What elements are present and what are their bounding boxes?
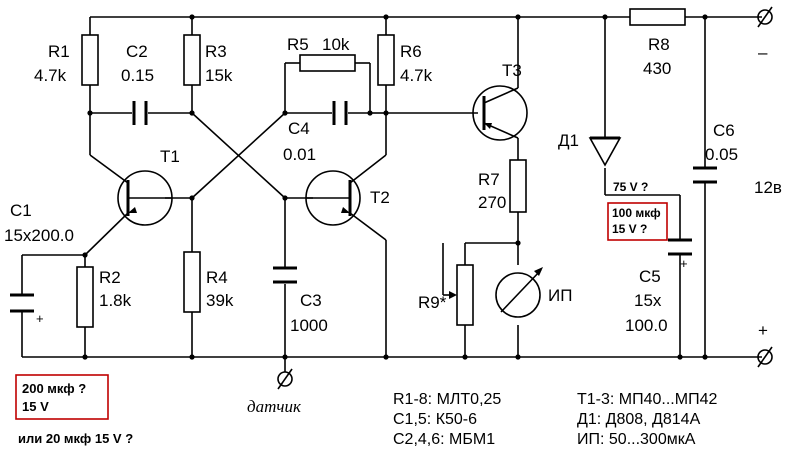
junction-dots bbox=[82, 14, 708, 360]
c3-value: 1000 bbox=[290, 316, 328, 335]
capacitor-c1: + C1 15x200.0 bbox=[4, 201, 74, 326]
r1-value: 4.7k bbox=[34, 66, 67, 85]
r6-value: 4.7k bbox=[400, 66, 433, 85]
r9-label: R9* bbox=[418, 293, 447, 312]
plus-sign: + bbox=[758, 321, 768, 340]
note-c5: 100 мкф 15 V ? bbox=[607, 202, 668, 241]
r2-label: R2 bbox=[99, 268, 121, 287]
resistor-r6: R6 4.7k bbox=[377, 34, 433, 86]
c1-note-line1: 200 мкф ? bbox=[22, 381, 86, 396]
c5-note-line2: 15 V ? bbox=[612, 222, 647, 236]
terminal-plus: + bbox=[757, 321, 773, 368]
c6-label: C6 bbox=[713, 121, 735, 140]
spec-transistors: Т1-3: МП40...МП42 bbox=[577, 391, 717, 408]
r8-label: R8 bbox=[648, 35, 670, 54]
r6-label: R6 bbox=[400, 42, 422, 61]
capacitor-c6: C6 0.05 bbox=[693, 121, 738, 184]
spec-resistors: R1-8: МЛТ0,25 bbox=[393, 391, 501, 408]
capacitor-c4: C4 0.01 bbox=[283, 101, 348, 164]
meter-ip: ИП bbox=[495, 267, 572, 318]
sensor-label: датчик bbox=[247, 397, 302, 416]
d1-label: Д1 bbox=[558, 131, 579, 150]
transistor-t3: T3 bbox=[472, 61, 528, 141]
t3-label: T3 bbox=[502, 61, 522, 80]
r7-label: R7 bbox=[478, 170, 500, 189]
capacitor-c5: + C5 15x 100.0 bbox=[625, 238, 692, 335]
t2-label: T2 bbox=[370, 188, 390, 207]
c1-label: C1 bbox=[10, 201, 32, 220]
r1-label: R1 bbox=[48, 42, 70, 61]
c1-alt-note: или 20 мкф 15 V ? bbox=[18, 431, 133, 446]
r2-value: 1.8k bbox=[99, 291, 132, 310]
minus-sign: – bbox=[758, 43, 768, 62]
capacitor-c2: C2 0.15 bbox=[121, 42, 154, 125]
r4-label: R4 bbox=[206, 268, 228, 287]
spec-electrolytics: С1,5: К50-6 bbox=[393, 411, 477, 428]
c2-label: C2 bbox=[126, 42, 148, 61]
r8-value: 430 bbox=[643, 59, 671, 78]
c5-plus-sign: + bbox=[680, 256, 688, 271]
c1-value: 15x200.0 bbox=[4, 226, 74, 245]
spec-film-caps: С2,4,6: МБМ1 bbox=[393, 431, 495, 448]
note-c1: 200 мкф ? 15 V bbox=[15, 374, 109, 420]
c6-value: 0.05 bbox=[705, 145, 738, 164]
resistor-r4: R4 39k bbox=[183, 251, 234, 313]
c1-note-line2: 15 V bbox=[22, 399, 49, 414]
resistor-r7: R7 270 bbox=[478, 159, 527, 213]
component-specs: R1-8: МЛТ0,25 С1,5: К50-6 С2,4,6: МБМ1 Т… bbox=[393, 391, 717, 448]
c5-value-1: 15x bbox=[634, 291, 662, 310]
supply-voltage: 12в bbox=[754, 178, 782, 197]
spec-meter: ИП: 50...300мкА bbox=[577, 431, 696, 448]
transistor-t2: T2 bbox=[305, 170, 390, 226]
resistor-r5: R5 10k bbox=[287, 35, 356, 72]
r3-value: 15k bbox=[205, 66, 233, 85]
terminal-minus: – bbox=[757, 6, 773, 62]
terminal-sensor: датчик bbox=[247, 368, 302, 416]
meter-label: ИП bbox=[548, 286, 572, 305]
c5-label: C5 bbox=[639, 267, 661, 286]
capacitor-c3: C3 1000 bbox=[273, 266, 328, 335]
resistor-r8: R8 430 bbox=[629, 8, 686, 78]
c2-value: 0.15 bbox=[121, 66, 154, 85]
c4-value: 0.01 bbox=[283, 145, 316, 164]
wires bbox=[21, 16, 762, 372]
diode-d1: Д1 75 V ? bbox=[558, 131, 648, 194]
resistor-r9: R9* bbox=[418, 243, 474, 326]
r5-value: 10k bbox=[322, 35, 350, 54]
r3-label: R3 bbox=[205, 42, 227, 61]
c1-plus-sign: + bbox=[36, 311, 44, 326]
c4-label: C4 bbox=[288, 119, 310, 138]
spec-diode: Д1: Д808, Д814А bbox=[577, 411, 701, 428]
resistor-r3: R3 15k bbox=[183, 34, 233, 86]
r7-value: 270 bbox=[478, 193, 506, 212]
t1-label: T1 bbox=[160, 147, 180, 166]
c5-note-line1: 100 мкф bbox=[612, 206, 661, 220]
d1-note: 75 V ? bbox=[613, 180, 648, 194]
resistor-r2: R2 1.8k bbox=[76, 266, 132, 328]
transistor-t1: T1 bbox=[117, 147, 180, 226]
resistor-r1: R1 4.7k bbox=[34, 34, 99, 86]
c5-value-2: 100.0 bbox=[625, 316, 668, 335]
c3-label: C3 bbox=[300, 291, 322, 310]
r5-label: R5 bbox=[287, 35, 309, 54]
r4-value: 39k bbox=[206, 291, 234, 310]
